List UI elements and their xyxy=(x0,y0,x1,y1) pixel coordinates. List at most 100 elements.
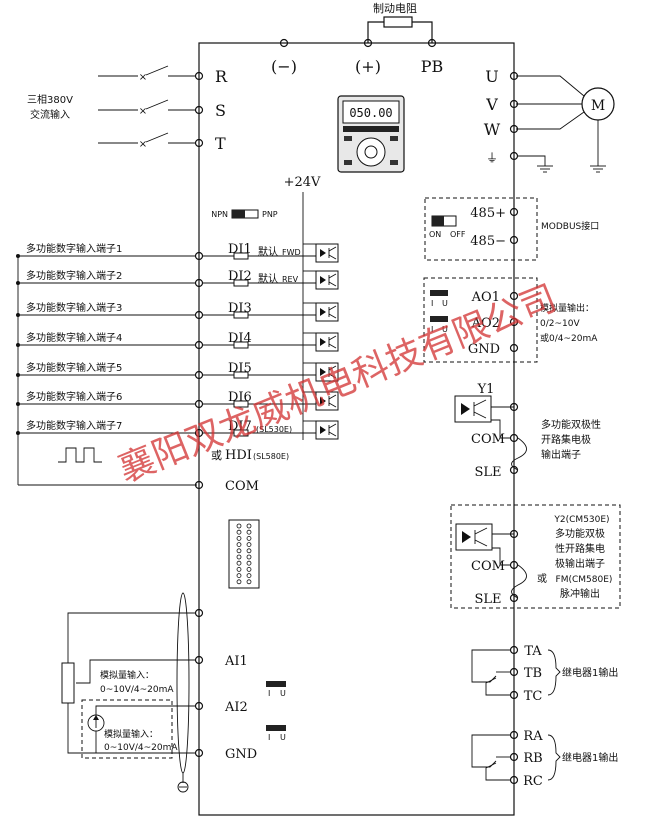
header-pin xyxy=(246,529,252,535)
npn-pnp-switch[interactable]: NPN PNP xyxy=(211,209,278,219)
header-pin xyxy=(236,573,242,578)
di7-model: (SL530E) xyxy=(256,425,292,434)
header-pin xyxy=(246,542,252,547)
header-pin xyxy=(236,536,242,541)
keypad: 050.00 xyxy=(337,95,405,173)
relay-terminal-label: TA xyxy=(524,644,542,659)
relay-terminal-label: TC xyxy=(524,689,543,704)
hdi-label: HDI xyxy=(225,448,252,463)
svg-text:COM: COM xyxy=(471,559,505,574)
di-ext-label: 多功能数字输入端子2 xyxy=(26,269,122,282)
di-ext-label: 多功能数字输入端子4 xyxy=(26,331,122,344)
header-pin xyxy=(236,542,242,547)
header-pin xyxy=(246,579,252,585)
svg-text:或0/4~20mA: 或0/4~20mA xyxy=(540,332,598,344)
modbus-group: ON OFF 485+ 485− MODBUS接口 xyxy=(424,197,599,261)
power-input-group: 三相380V 交流输入 × R ×S ×T xyxy=(27,65,228,153)
svg-text:I: I xyxy=(268,689,270,698)
pulse-icon xyxy=(58,447,102,463)
di2-default: 默认 xyxy=(258,272,278,285)
terminal-plus xyxy=(363,38,373,48)
power-terminal-label: R xyxy=(215,67,228,86)
svg-text:AI1: AI1 xyxy=(224,654,248,669)
svg-text:或: 或 xyxy=(537,573,547,585)
svg-text:GND: GND xyxy=(225,747,257,762)
power-terminal-s: ×S xyxy=(98,99,226,120)
svg-text:FM(CM580E): FM(CM580E) xyxy=(556,575,613,585)
motor-terminal-label: V xyxy=(485,95,498,114)
header-pin xyxy=(236,560,242,566)
di-ext-label: 多功能数字输入端子1 xyxy=(26,242,122,255)
terminal-pb xyxy=(427,38,437,48)
header-pin xyxy=(246,523,252,529)
header-pin xyxy=(236,567,242,572)
y1-group: Y1 COM SLE 多功能双极性 开路集电极 输出端子 xyxy=(454,382,601,480)
power-terminal-t: ×T xyxy=(98,132,226,153)
svg-text:输出端子: 输出端子 xyxy=(541,448,581,461)
svg-text:极输出端子: 极输出端子 xyxy=(555,557,605,570)
motor-terminal-u: U xyxy=(485,67,519,86)
di-ext-label: 多功能数字输入端子7 xyxy=(26,419,122,432)
svg-text:SLE: SLE xyxy=(474,465,501,480)
v24-label: +24V xyxy=(284,175,321,190)
relay-terminal-label: RC xyxy=(523,774,543,789)
header-pin xyxy=(236,579,242,585)
motor-terminal-v: V xyxy=(485,95,519,114)
di-ext-label: 多功能数字输入端子6 xyxy=(26,390,122,403)
brake-resistor-group: 制动电阻 (−) (+) PB xyxy=(271,2,443,76)
ao1-label: AO1 xyxy=(471,290,500,305)
brake-resistor-symbol xyxy=(383,16,413,28)
svg-text:多功能双极: 多功能双极 xyxy=(555,527,605,540)
ao2-label: AO2 xyxy=(471,316,500,331)
relay-terminal-label: TB xyxy=(524,666,542,681)
pb-label: PB xyxy=(421,57,444,76)
power-input-label-2: 交流输入 xyxy=(30,108,70,121)
pnp-label: PNP xyxy=(262,210,278,219)
npn-label: NPN xyxy=(211,210,228,219)
svg-text:性开路集电: 性开路集电 xyxy=(555,542,605,555)
header-pin xyxy=(236,529,242,535)
svg-text:开路集电极: 开路集电极 xyxy=(541,433,591,446)
power-terminal-label: T xyxy=(215,134,226,153)
svg-text:I: I xyxy=(431,325,433,334)
com-label: COM xyxy=(225,479,259,494)
motor-group: UVW M ⏚ xyxy=(484,67,615,173)
svg-text:COM: COM xyxy=(471,432,505,447)
svg-text:I: I xyxy=(268,733,270,742)
keypad-display: 050.00 xyxy=(349,106,392,120)
svg-text:U: U xyxy=(280,689,286,698)
svg-text:SLE: SLE xyxy=(474,592,501,607)
breaker-contact-icon: × xyxy=(139,72,147,83)
minus-label: (−) xyxy=(271,57,297,76)
plus-label: (+) xyxy=(355,57,381,76)
svg-text:U: U xyxy=(442,299,448,308)
motor-label: M xyxy=(591,98,605,114)
power-terminal-label: S xyxy=(215,101,226,120)
header-pin xyxy=(246,554,252,560)
svg-text:AI2: AI2 xyxy=(224,700,248,715)
hdi-or: 或 xyxy=(211,449,222,462)
svg-text:U: U xyxy=(442,325,448,334)
analog-input-group: AI1 AI2 GND I U I U 模拟量输入： 0~10V/4~20mA … xyxy=(61,592,286,793)
power-input-label-1: 三相380V xyxy=(27,93,73,106)
di-ext-label: 多功能数字输入端子5 xyxy=(26,361,122,374)
svg-text:0~10V/4~20mA: 0~10V/4~20mA xyxy=(104,743,178,753)
motor-terminal-w: W xyxy=(484,120,519,139)
ao-gnd-label: GND xyxy=(468,342,500,357)
header-pin xyxy=(246,573,252,578)
svg-text:Y2(CM530E): Y2(CM530E) xyxy=(553,515,609,525)
header-pin xyxy=(246,548,252,554)
relay-label: 继电器1输出 xyxy=(562,751,618,764)
hdi-model: (SL580E) xyxy=(253,452,289,461)
svg-text:模拟量输出：: 模拟量输出： xyxy=(540,302,594,314)
svg-text:0/2~10V: 0/2~10V xyxy=(540,319,580,329)
